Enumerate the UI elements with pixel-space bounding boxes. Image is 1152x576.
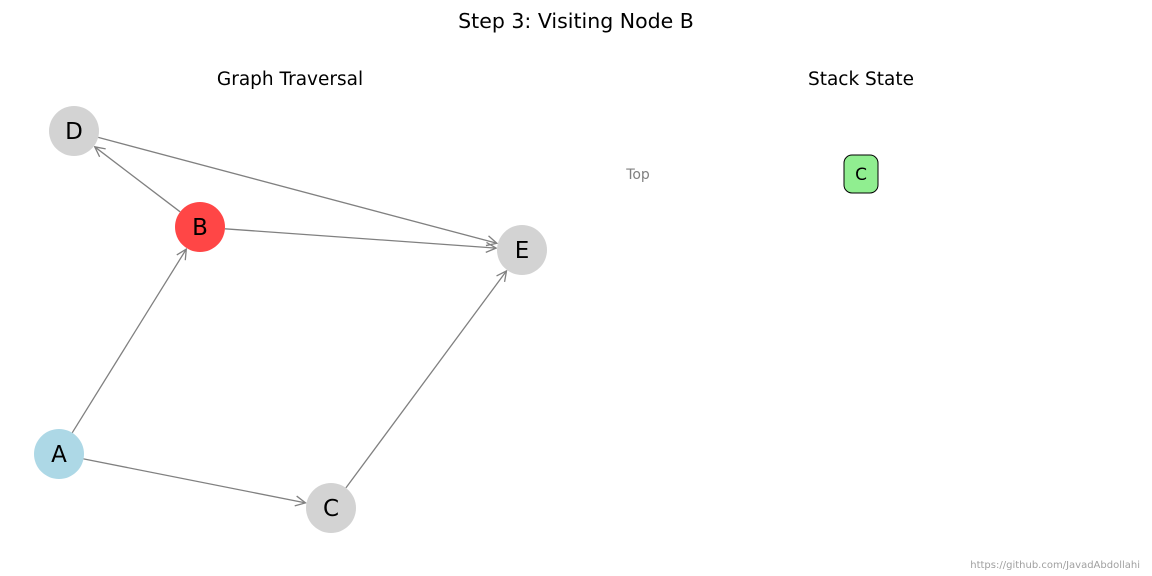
node-label-e: E bbox=[515, 238, 530, 264]
edge-c-e bbox=[345, 271, 507, 489]
stack-panel: Stack State Top C bbox=[625, 69, 914, 194]
stack-item: C bbox=[843, 154, 879, 194]
node-circle-a bbox=[34, 429, 84, 479]
edge-d-e bbox=[98, 136, 497, 243]
figure-title: Step 3: Visiting Node B bbox=[458, 9, 694, 33]
node-a: A bbox=[34, 429, 84, 479]
node-label-a: A bbox=[51, 442, 67, 468]
nodes-layer: A B C D E bbox=[34, 106, 547, 533]
stack-item-label: C bbox=[855, 165, 867, 185]
stack-top-label: Top bbox=[625, 167, 650, 183]
node-circle-c bbox=[306, 483, 356, 533]
node-e: E bbox=[497, 225, 547, 275]
graph-panel-title: Graph Traversal bbox=[217, 69, 363, 90]
node-label-d: D bbox=[65, 119, 83, 145]
node-label-b: B bbox=[192, 215, 208, 241]
node-d: D bbox=[49, 106, 99, 156]
stack-panel-title: Stack State bbox=[808, 69, 914, 90]
graph-panel: Graph Traversal A B C D E bbox=[34, 69, 547, 533]
edge-b-d bbox=[95, 147, 181, 213]
edges-layer bbox=[71, 136, 507, 503]
node-circle-e bbox=[497, 225, 547, 275]
stack-items: C bbox=[843, 154, 879, 194]
node-b: B bbox=[175, 202, 225, 252]
stack-item-box bbox=[843, 154, 879, 194]
credit-link: https://github.com/JavadAbdollahi bbox=[970, 560, 1140, 571]
node-circle-d bbox=[49, 106, 99, 156]
edge-b-e bbox=[224, 228, 496, 248]
node-c: C bbox=[306, 483, 356, 533]
node-circle-b bbox=[175, 202, 225, 252]
edge-a-b bbox=[71, 249, 186, 434]
node-label-c: C bbox=[323, 496, 339, 522]
edge-a-c bbox=[83, 458, 306, 503]
